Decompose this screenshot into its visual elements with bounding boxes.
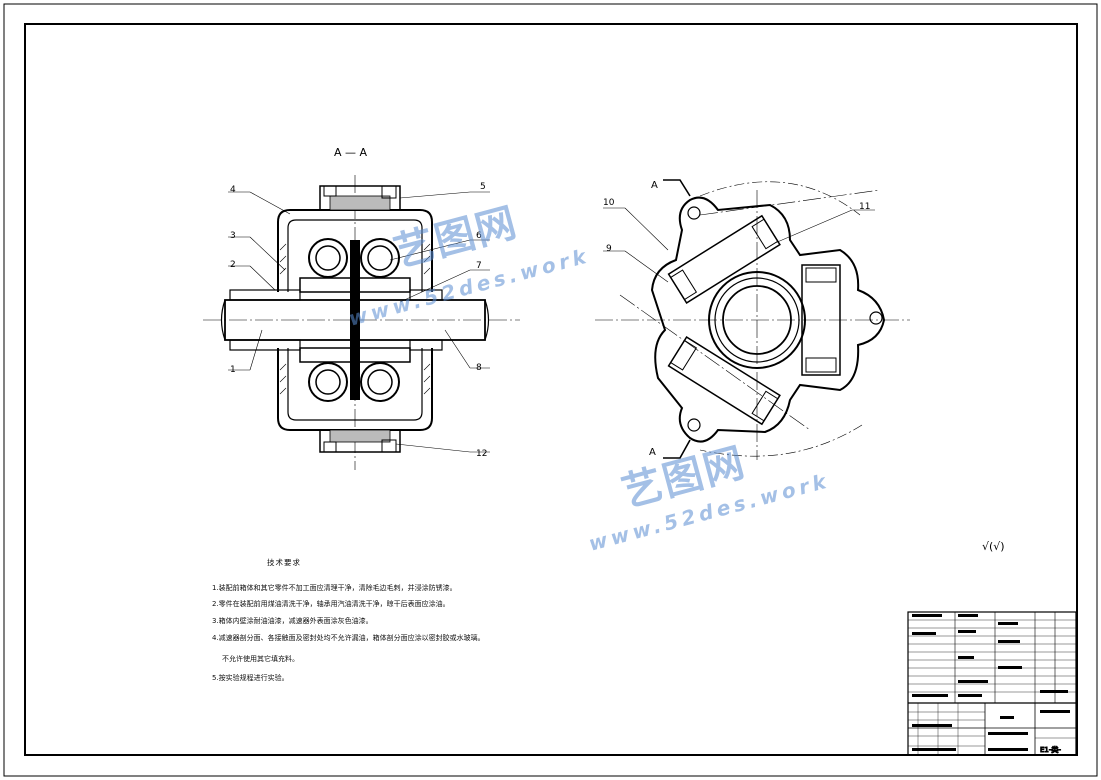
inner-border: [24, 23, 1078, 756]
section-label: A — A: [334, 146, 368, 159]
section-mark-top: A: [651, 180, 658, 191]
part-number: 11: [859, 202, 870, 212]
section-view-left: [203, 175, 520, 470]
section-mark-bottom: A: [649, 447, 656, 458]
requirement-item: 3.箱体内壁涂耐油油漆，减速器外表面涂灰色油漆。: [212, 617, 373, 625]
leader-lines-right: [603, 207, 875, 283]
part-number: 3: [230, 231, 236, 241]
part-number: 2: [230, 260, 236, 270]
sheet-label: E1-类-: [1040, 745, 1061, 754]
part-number: 8: [476, 363, 482, 373]
requirement-item: 1.装配前箱体和其它零件不加工面应清理干净，清除毛边毛刺，并浸涂防锈漆。: [212, 584, 457, 592]
part-number: 5: [480, 182, 486, 192]
front-view-right: [595, 181, 910, 460]
part-numbers-right: 9 10 11: [603, 198, 870, 254]
section-cut-marks: [663, 179, 691, 459]
leader-lines-left: [228, 191, 490, 453]
part-number: 6: [476, 231, 482, 241]
requirement-item: 2.零件在装配前用煤油清洗干净，轴承用汽油清洗干净，晾干后表面应涂油。: [212, 600, 450, 608]
part-number: 7: [476, 261, 482, 271]
outer-border: [3, 3, 1098, 777]
part-number: 12: [476, 449, 487, 459]
technical-requirements-title: 技术要求: [267, 558, 301, 567]
requirement-item: 5.按实验规程进行实验。: [212, 674, 289, 682]
surface-roughness-symbol: √(√): [982, 540, 1005, 553]
part-number: 4: [230, 185, 236, 195]
part-number: 9: [606, 244, 612, 254]
requirement-item: 不允许使用其它填充料。: [222, 655, 299, 663]
title-block: E1-类-: [907, 611, 1077, 756]
part-number: 1: [230, 365, 236, 375]
requirement-item: 4.减速器剖分面、各接触面及密封处均不允许漏油，箱体剖分面应涂以密封胶或水玻璃。: [212, 634, 485, 642]
part-number: 10: [603, 198, 615, 208]
part-numbers-left: 1 2 3 4 5 6 7 8 12: [230, 182, 487, 459]
